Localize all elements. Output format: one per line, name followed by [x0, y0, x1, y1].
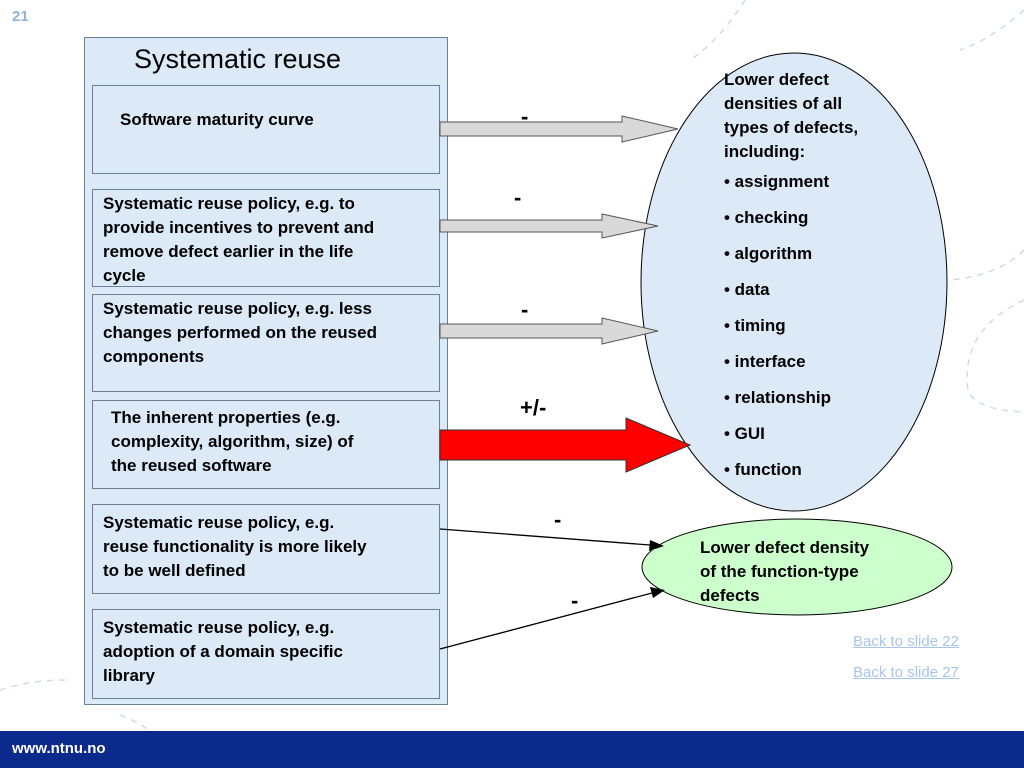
sign-label: -: [554, 507, 562, 532]
arrow-well-defined: [439, 528, 651, 546]
factor-line: the reused software: [111, 456, 272, 475]
factor-box-domain-library: Systematic reuse policy, e.g. adoption o…: [92, 609, 440, 699]
factor-line: to be well defined: [103, 561, 246, 580]
outcome-function-line: of the function-type: [700, 562, 859, 581]
factor-line: Software maturity curve: [120, 110, 314, 129]
factor-line: changes performed on the reused: [103, 323, 377, 342]
outcome-ellipse-function-defects: [641, 518, 953, 616]
sign-label: -: [571, 588, 579, 613]
sign-label: +/-: [520, 395, 547, 420]
factor-line: provide incentives to prevent and: [103, 218, 375, 237]
factor-line: Systematic reuse policy, e.g. to: [103, 194, 355, 213]
factor-box-maturity-curve: Software maturity curve: [92, 85, 440, 174]
arrowhead-domain-library: [650, 587, 665, 598]
outcome-heading-line: types of defects,: [724, 118, 859, 137]
arrowhead-well-defined: [649, 540, 664, 551]
outcome-all-defects-text: Lower defect densities of all types of d…: [724, 68, 924, 488]
factor-line: Systematic reuse policy, e.g.: [103, 618, 335, 637]
arrow-inherent-properties: [439, 417, 692, 473]
factor-box-less-changes: Systematic reuse policy, e.g. less chang…: [92, 294, 440, 392]
arrow-incentives: [439, 213, 659, 239]
factor-box-inherent-properties: The inherent properties (e.g. complexity…: [92, 400, 440, 489]
back-to-slide-22-link[interactable]: Back to slide 22: [853, 633, 959, 650]
factor-line: reuse functionality is more likely: [103, 537, 367, 556]
footer-url: www.ntnu.no: [12, 740, 106, 757]
defect-type-item: • algorithm: [724, 244, 813, 263]
defect-type-list: • assignment • checking • algorithm • da…: [724, 164, 924, 488]
arrow-domain-library: [439, 592, 653, 650]
factor-line: cycle: [103, 266, 146, 285]
defect-type-item: • timing: [724, 316, 786, 335]
outcome-function-line: defects: [700, 586, 760, 605]
outcome-ellipse-all-defects: [640, 52, 948, 512]
outcome-heading-line: densities of all: [724, 94, 843, 113]
defect-type-item: • checking: [724, 208, 809, 227]
defect-type-item: • data: [724, 280, 770, 299]
defect-type-item: • GUI: [724, 424, 765, 443]
defect-type-item: • assignment: [724, 172, 830, 191]
panel-title: Systematic reuse: [134, 44, 342, 74]
factor-line: remove defect earlier in the life: [103, 242, 354, 261]
outcome-heading-line: including:: [724, 142, 806, 161]
factor-line: adoption of a domain specific: [103, 642, 343, 661]
back-to-slide-27-link[interactable]: Back to slide 27: [853, 664, 959, 681]
factor-line: Systematic reuse policy, e.g. less: [103, 299, 372, 318]
factor-line: components: [103, 347, 205, 366]
outcome-function-line: Lower defect density: [700, 538, 870, 557]
factor-line: The inherent properties (e.g.: [111, 408, 341, 427]
factor-line: Systematic reuse policy, e.g.: [103, 513, 335, 532]
factor-box-well-defined: Systematic reuse policy, e.g. reuse func…: [92, 504, 440, 594]
arrow-maturity-curve: [439, 115, 679, 143]
defect-type-item: • function: [724, 460, 802, 479]
arrow-less-changes: [439, 317, 659, 345]
sign-label: -: [521, 104, 529, 129]
factor-box-incentives: Systematic reuse policy, e.g. to provide…: [92, 189, 440, 287]
sign-label: -: [514, 185, 522, 210]
footer-bar: www.ntnu.no: [0, 731, 1024, 768]
outcome-heading-line: Lower defect: [724, 70, 829, 89]
defect-type-item: • relationship: [724, 388, 832, 407]
slide-number: 21: [12, 8, 29, 25]
sign-label: -: [521, 297, 529, 322]
factor-line: complexity, algorithm, size) of: [111, 432, 354, 451]
factor-line: library: [103, 666, 155, 685]
defect-type-item: • interface: [724, 352, 806, 371]
outcome-function-defects-text: Lower defect density of the function-typ…: [700, 536, 920, 608]
